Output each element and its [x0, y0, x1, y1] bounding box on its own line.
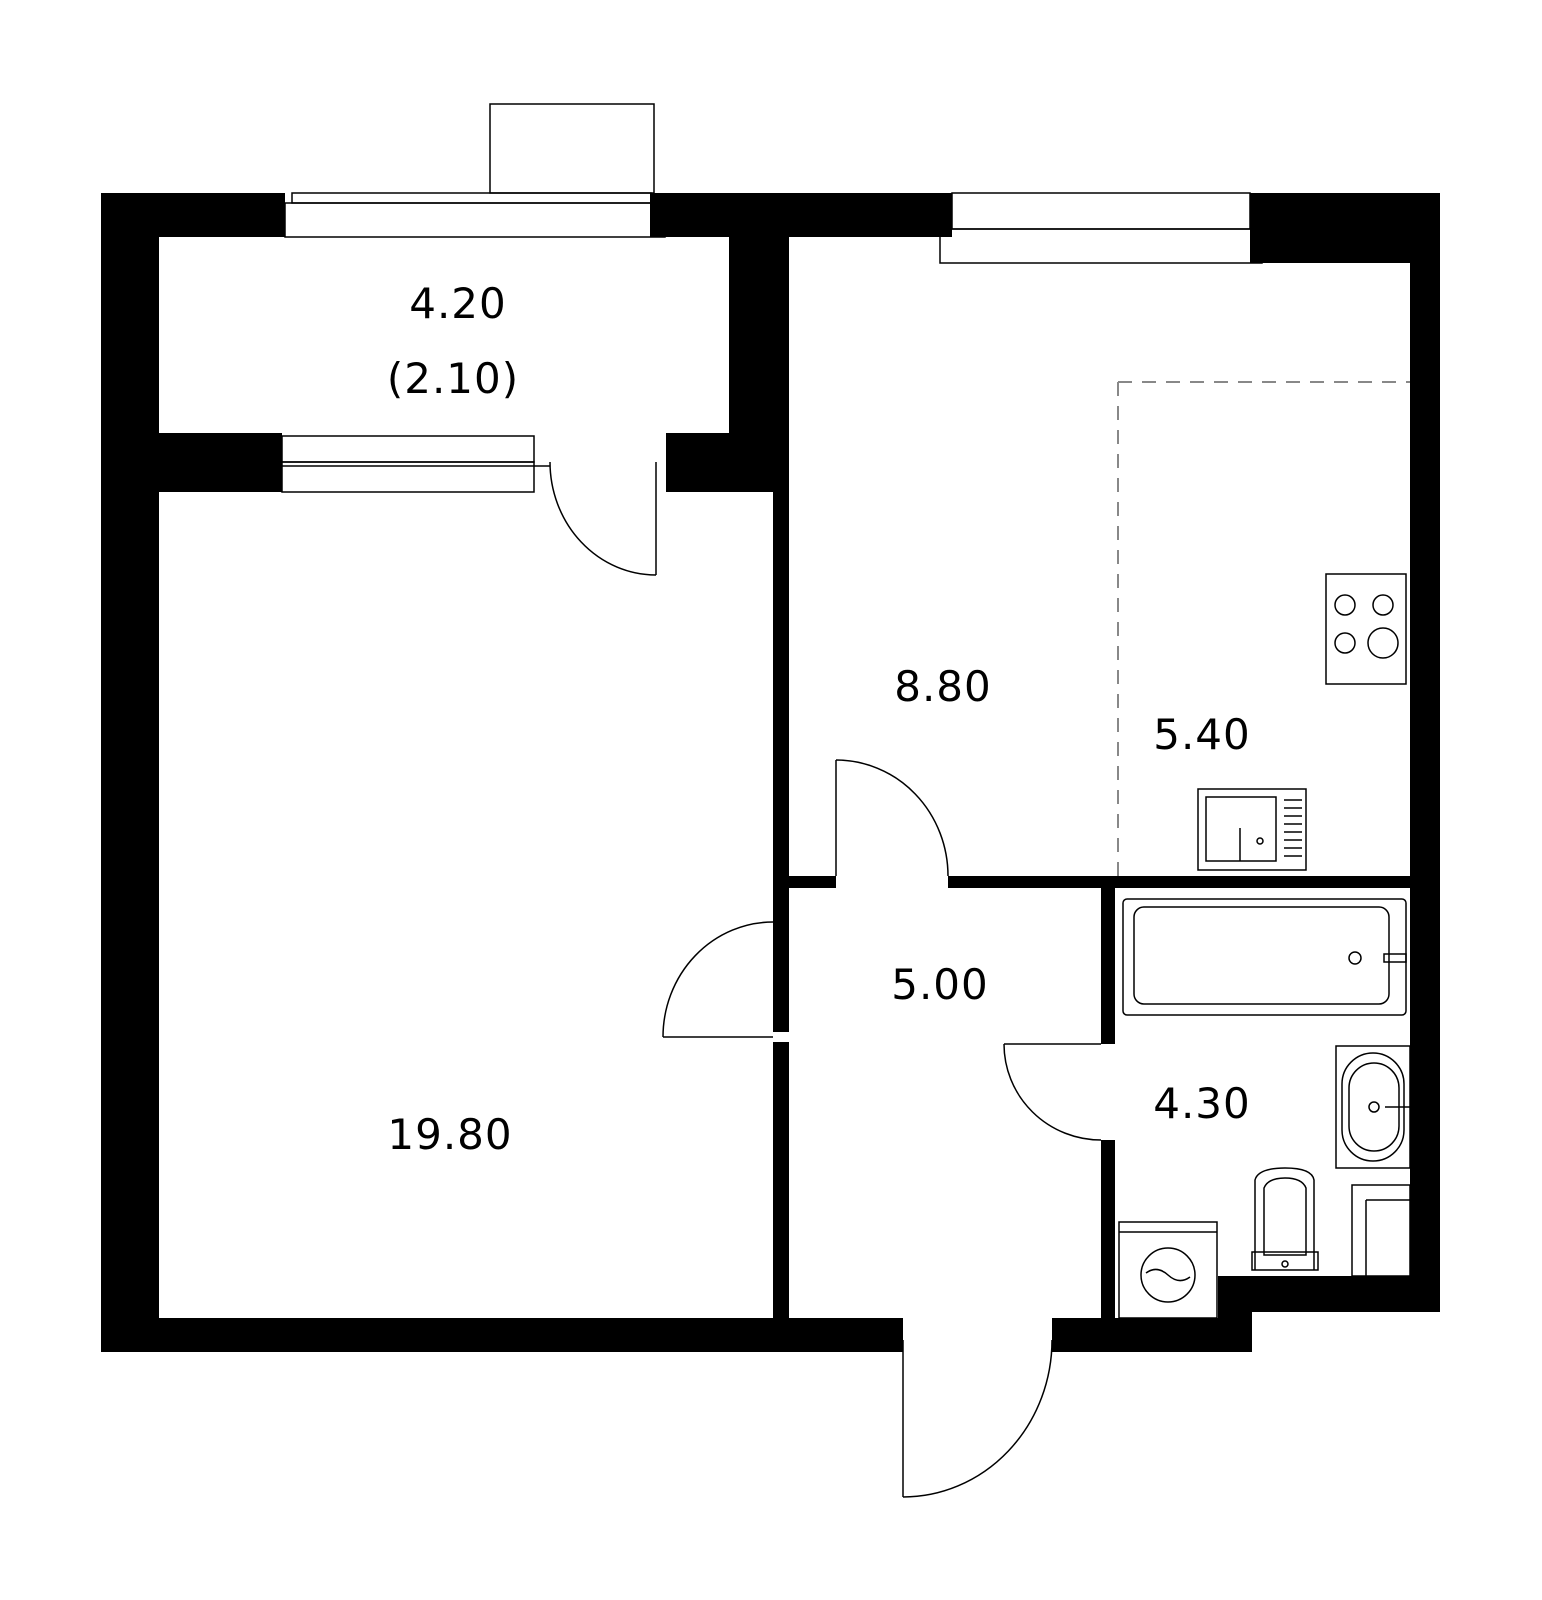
washing-machine-icon: [1118, 1221, 1218, 1319]
door-balcony[interactable]: [549, 461, 657, 576]
wall-bath-left-upper: [1101, 888, 1115, 1044]
windows: [281, 103, 1263, 493]
hallway-area-label: 5.00: [891, 960, 989, 1009]
room-area-label: 8.80: [894, 662, 992, 711]
kitchen-zone-divider: [1117, 381, 1410, 876]
window-room: [951, 192, 1251, 230]
balcony-area-label: 4.20: [409, 279, 507, 328]
toilet-icon: [1251, 1167, 1319, 1271]
stove-icon: [1325, 573, 1407, 685]
window-room-sill: [939, 228, 1263, 264]
wall-living-right-lower: [773, 1042, 789, 1344]
door-living-room[interactable]: [662, 921, 774, 1038]
walls: [101, 193, 1440, 1352]
balcony-projection: [489, 103, 655, 194]
window-balcony-inner: [281, 435, 535, 463]
wall-top-right: [1250, 193, 1440, 263]
sink-icon: [1197, 788, 1307, 871]
wall-bottom-left: [101, 1318, 903, 1352]
wall-living-right: [773, 492, 789, 1032]
wall-right: [1410, 193, 1440, 1312]
bathroom-area-label: 4.30: [1153, 1079, 1251, 1128]
doors: [549, 461, 1102, 1498]
wall-bath-left-lower: [1101, 1140, 1115, 1352]
wall-balcony-right: [729, 193, 789, 492]
wall-left-lower: [101, 437, 135, 1352]
wall-bath-notch-left: [1115, 1340, 1125, 1352]
wall-bath-notch: [1218, 1276, 1410, 1286]
door-entrance[interactable]: [902, 1339, 1053, 1498]
door-bathroom[interactable]: [1003, 1043, 1102, 1141]
wall-room-bottom-right: [948, 876, 1410, 888]
window-balcony-inner-sill: [281, 461, 535, 493]
washbasin-icon: [1335, 1045, 1411, 1169]
door-room[interactable]: [835, 759, 949, 877]
wall-room-bottom-left: [773, 876, 836, 888]
living-room-area-label: 19.80: [387, 1110, 512, 1159]
window-balcony-outer: [291, 192, 652, 204]
wall-top-mid: [650, 193, 952, 237]
shelf-icon: [1351, 1184, 1411, 1277]
window-balcony-outer-sill: [284, 202, 666, 238]
bathtub-icon: [1122, 898, 1407, 1016]
sink-drainboard: [1284, 799, 1302, 857]
wall-balcony-bottom-left: [101, 433, 282, 492]
kitchen-area-label: 5.40: [1153, 710, 1251, 759]
balcony-area-reduced-label: (2.10): [387, 354, 519, 403]
